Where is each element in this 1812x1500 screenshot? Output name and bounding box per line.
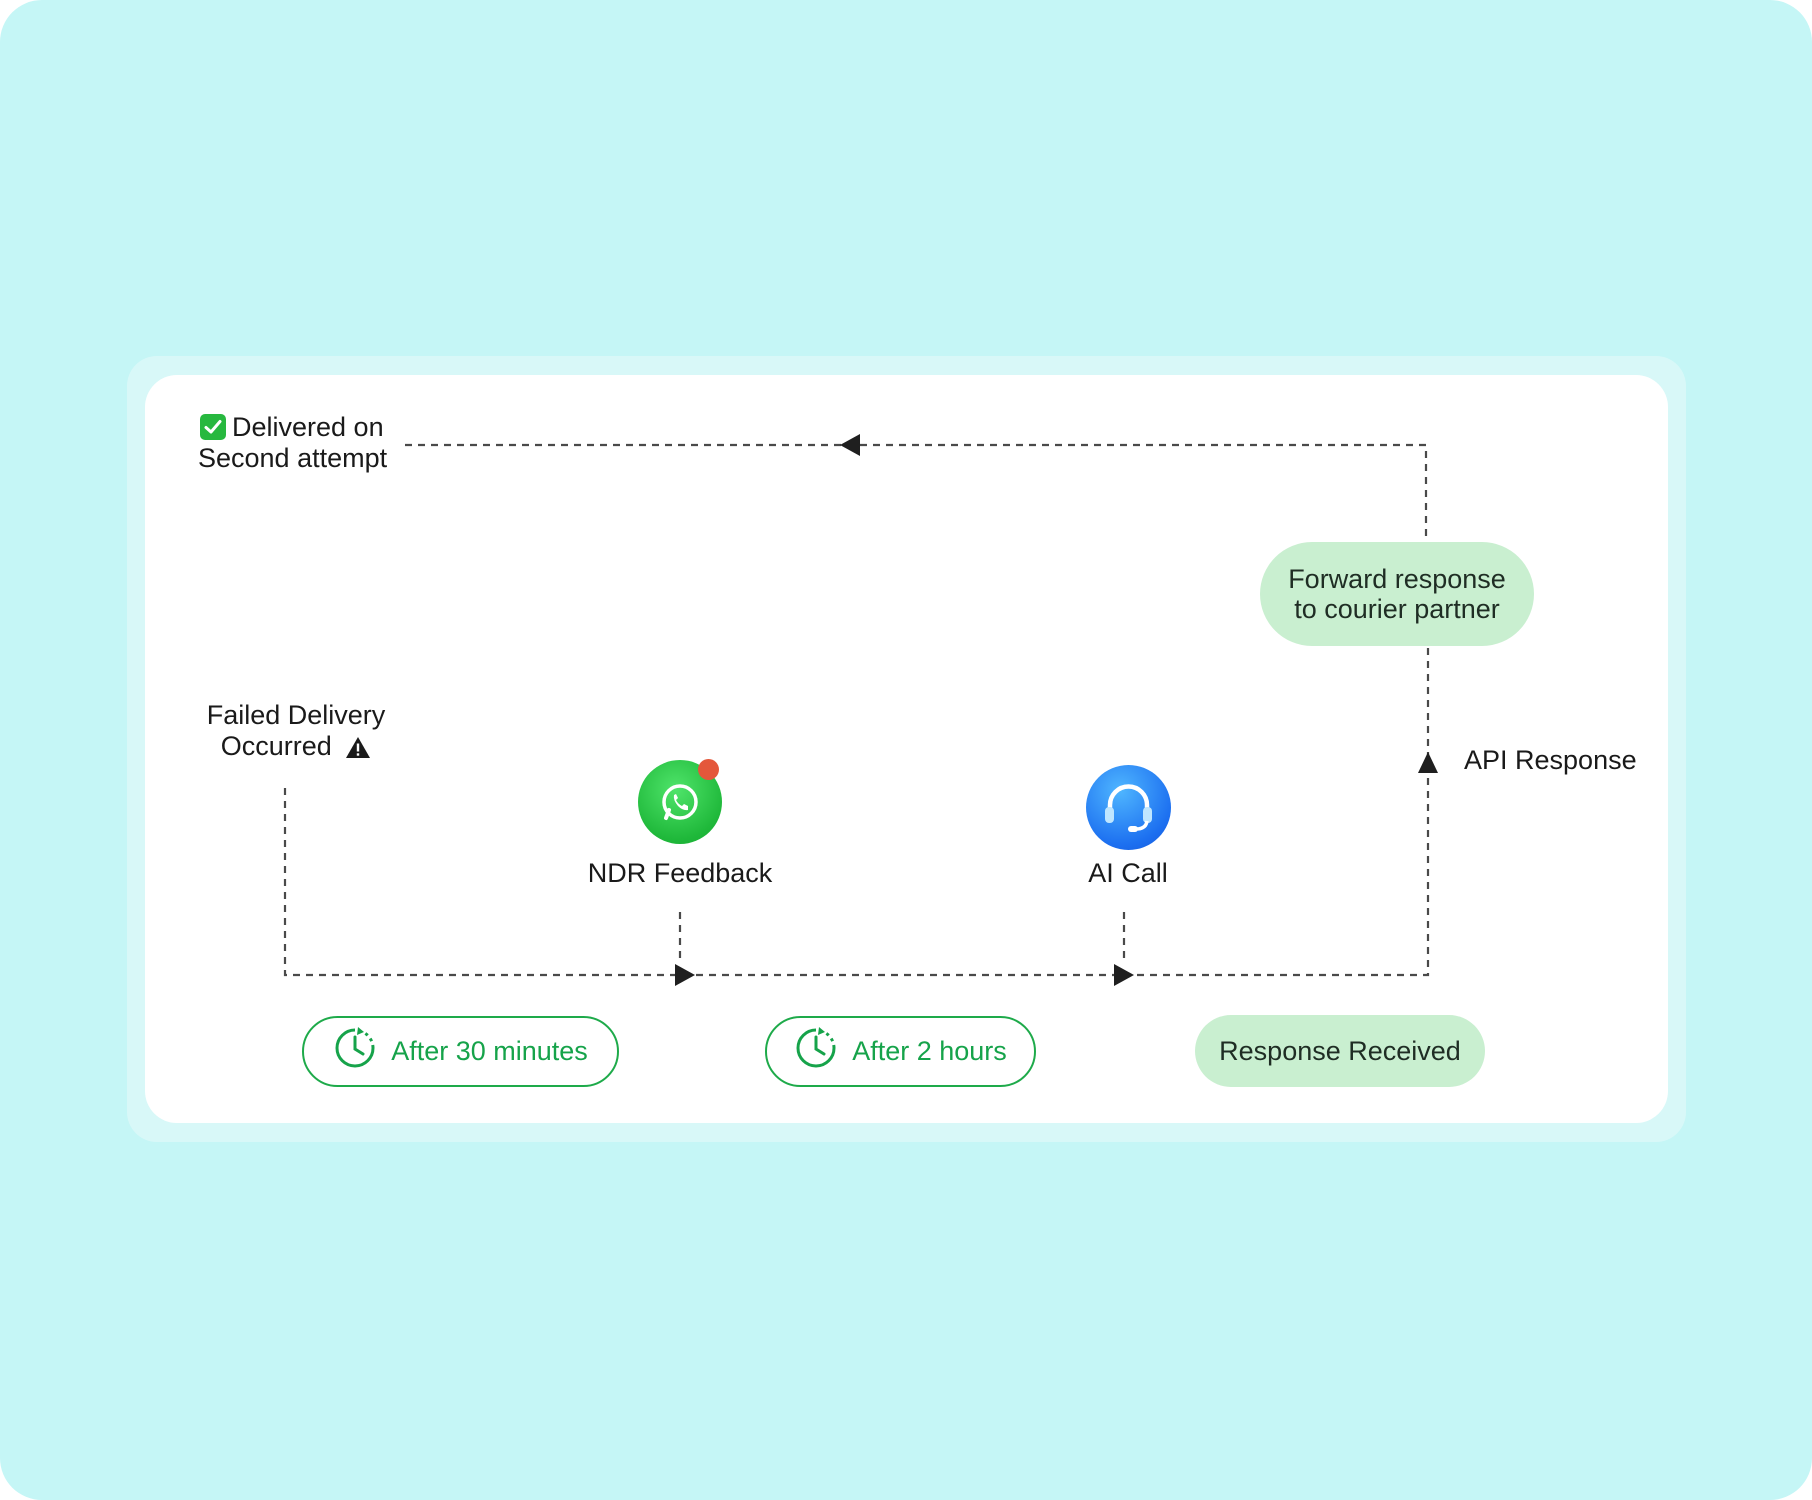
- warning-icon: [345, 735, 371, 766]
- clock-icon: [333, 1026, 377, 1077]
- clock-icon: [794, 1026, 838, 1077]
- whatsapp-icon: [638, 760, 722, 844]
- ndr-feedback-label: NDR Feedback: [587, 858, 773, 888]
- forward-line2: to courier partner: [1294, 594, 1500, 624]
- arrow-right-ai: [1114, 964, 1134, 986]
- timer-label-2-hours: After 2 hours: [852, 1036, 1007, 1066]
- failed-delivery-label: Failed Delivery Occurred: [196, 700, 396, 766]
- failed-line1: Failed Delivery: [206, 700, 386, 730]
- headset-icon: [1086, 765, 1171, 850]
- delivered-line2: Second attempt: [198, 443, 388, 473]
- arrow-up-api: [1418, 752, 1438, 773]
- diagram-card: [145, 375, 1668, 1123]
- response-received-node: Response Received: [1195, 1015, 1485, 1087]
- check-icon: [200, 414, 226, 440]
- delivered-line1: Delivered on: [232, 412, 384, 442]
- timer-label-30-minutes: After 30 minutes: [391, 1036, 588, 1066]
- forward-response-node: Forward response to courier partner: [1260, 542, 1534, 646]
- connector-failed-down: [283, 788, 1113, 977]
- timer-pill-30-minutes: After 30 minutes: [302, 1016, 619, 1087]
- forward-line1: Forward response: [1288, 564, 1506, 594]
- arrow-right-ndr: [675, 964, 695, 986]
- arrow-left-top: [840, 434, 860, 456]
- failed-line2: Occurred: [220, 731, 332, 761]
- timer-pill-2-hours: After 2 hours: [765, 1016, 1036, 1087]
- ai-call-label: AI Call: [1088, 858, 1168, 888]
- notification-dot: [698, 759, 719, 780]
- delivered-label: Delivered on Second attempt: [198, 412, 388, 474]
- api-response-label: API Response: [1464, 745, 1637, 775]
- connector-return-top: [405, 443, 1428, 537]
